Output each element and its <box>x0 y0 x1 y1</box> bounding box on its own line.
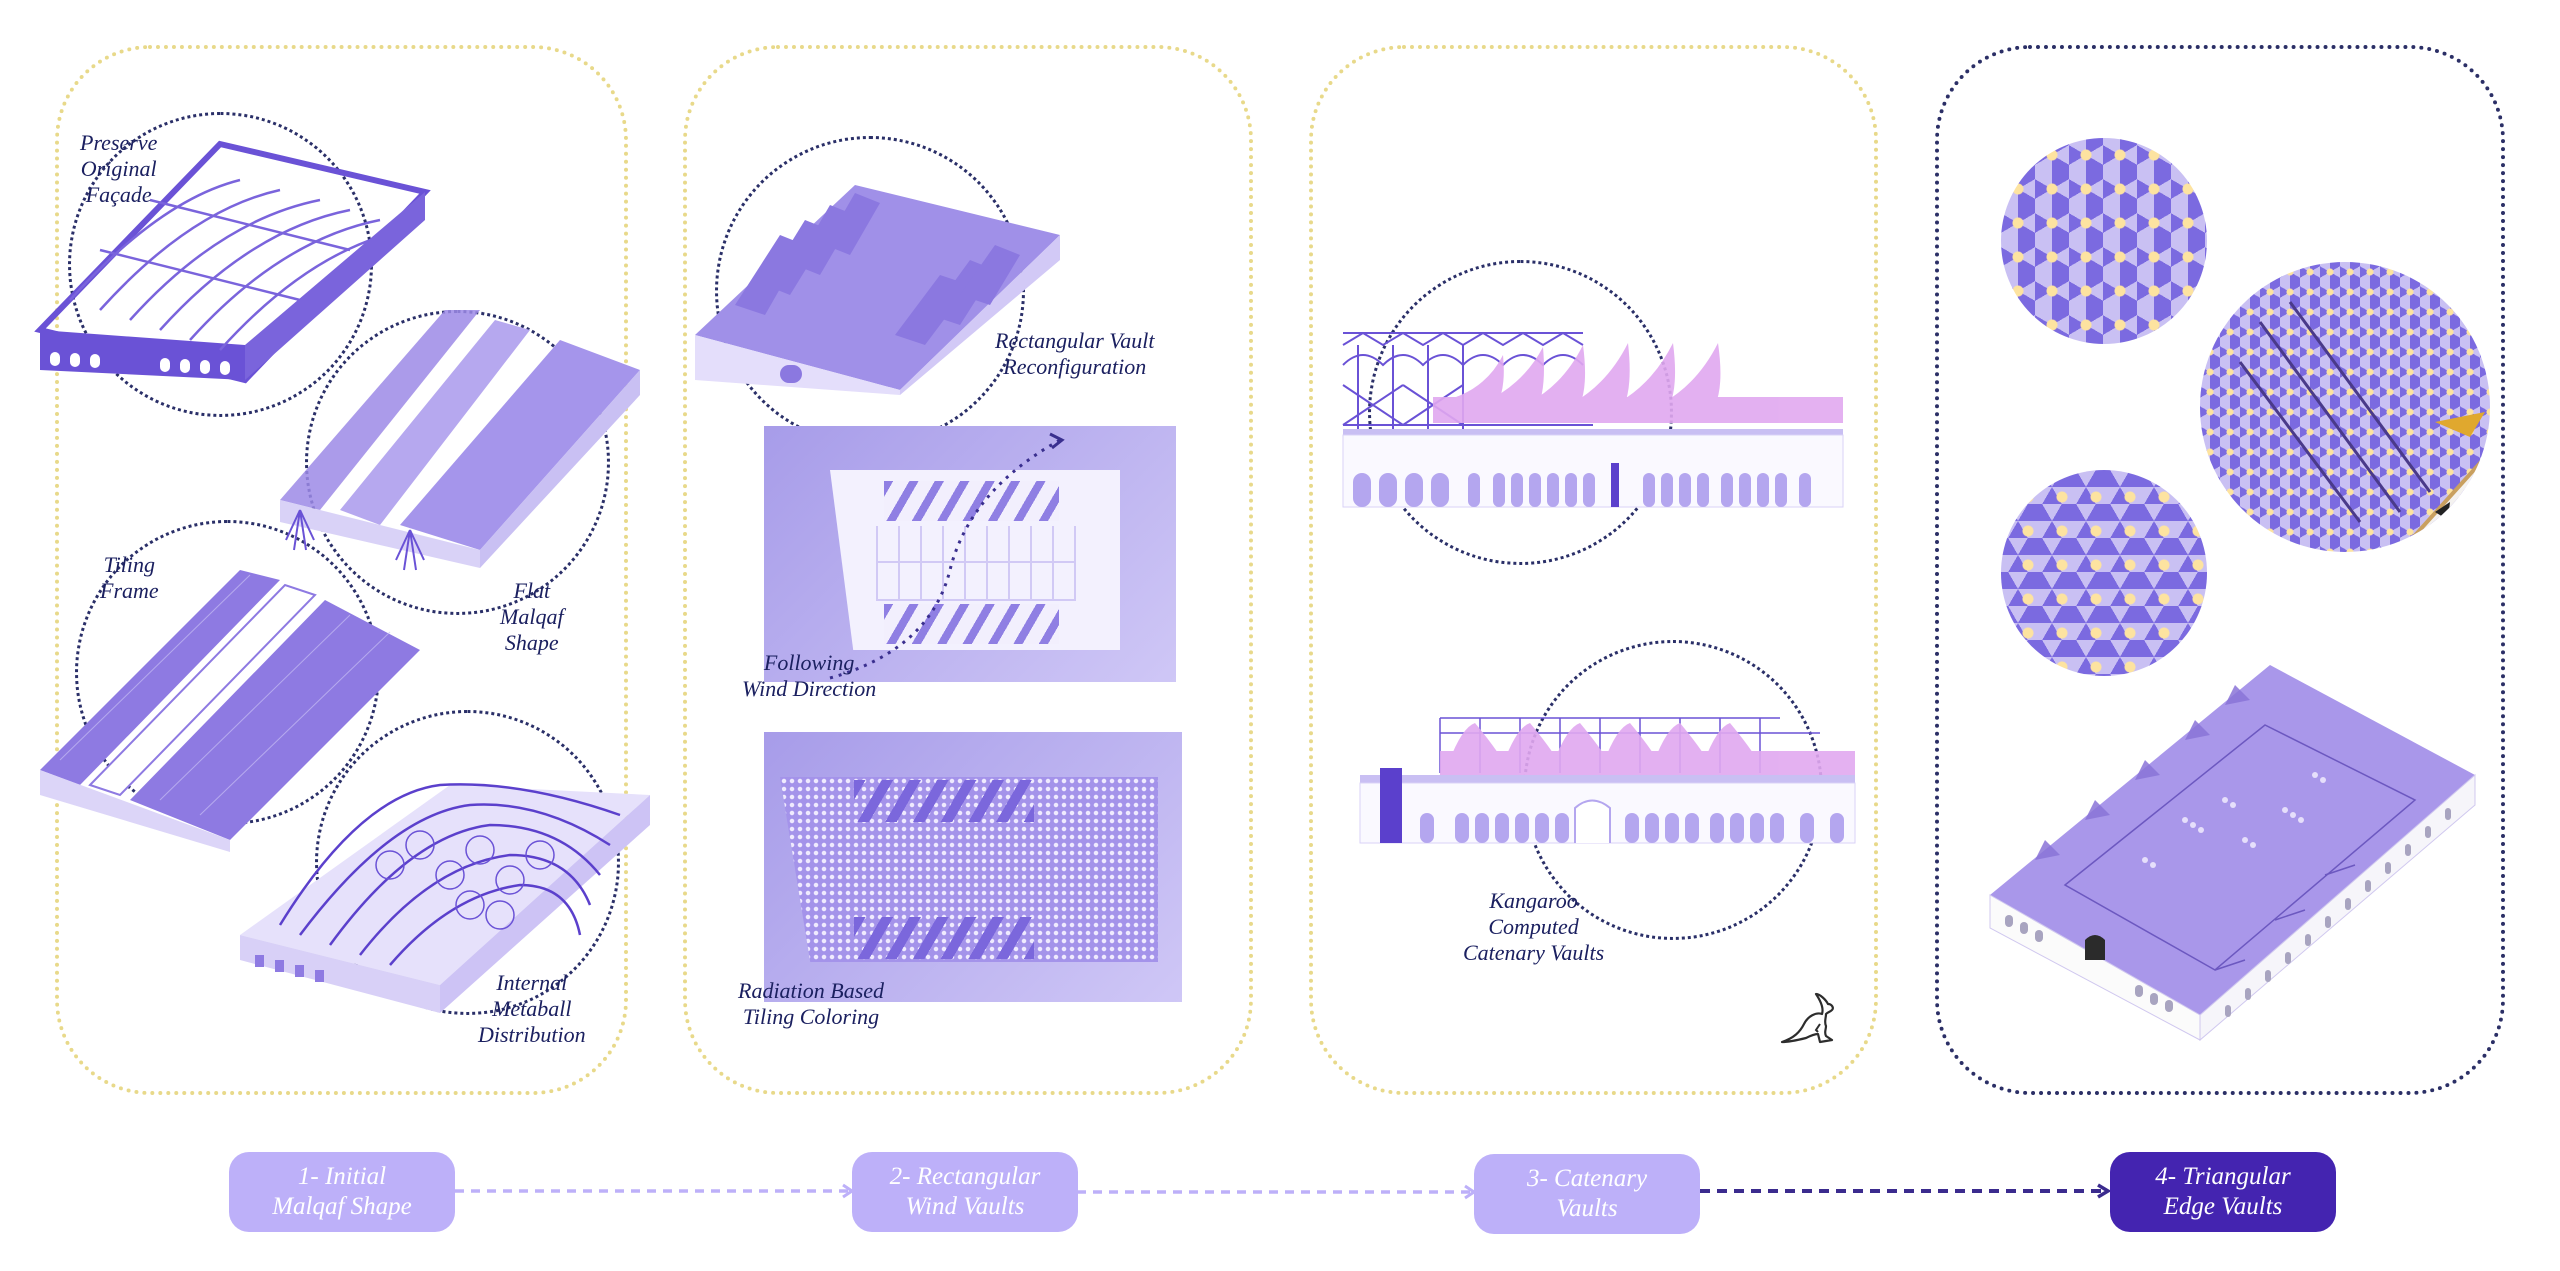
panel-initial-malqaf-shape <box>55 45 628 1095</box>
plan-view-radiation-tiling <box>764 732 1182 1002</box>
annotation-line: Internal <box>496 970 568 995</box>
annotation-line: Radiation Based <box>738 978 885 1003</box>
flow-arrow-2-to-3 <box>1077 1184 1477 1200</box>
annotation-line: Following <box>763 650 855 675</box>
plan-view-wind-direction <box>764 426 1176 682</box>
annotation-preserve-original-facade: Preserve Original Façade <box>80 130 157 208</box>
annotation-line: Computed <box>1488 914 1579 939</box>
vault-edge-lines <box>2238 301 2490 552</box>
step-label-line2: Malqaf Shape <box>272 1193 412 1220</box>
tile-pattern-detail-circle <box>2001 470 2207 676</box>
annotation-radiation-based-tiling-coloring: Radiation Based Tiling Coloring <box>738 978 884 1030</box>
annotation-tiling-frame: Tiling Frame <box>100 552 159 604</box>
step-2-rectangular-wind-vaults[interactable]: 2- Rectangular Wind Vaults <box>852 1152 1078 1232</box>
annotation-line: Flat <box>513 578 551 603</box>
flow-arrow-1-to-2 <box>455 1183 855 1199</box>
kangaroo-icon <box>1780 992 1834 1044</box>
step-label-line1: 2- Rectangular <box>889 1163 1041 1190</box>
annotation-line: Reconfiguration <box>1003 354 1147 379</box>
annotation-line: Kangaroo <box>1489 888 1578 913</box>
building-right-wall <box>245 192 425 380</box>
annotation-line: Façade <box>85 182 152 207</box>
annotation-line: Malqaf <box>500 604 564 629</box>
annotation-line: Tiling <box>103 552 155 577</box>
isometric-tiling-frame-building <box>40 570 420 852</box>
step-4-triangular-edge-vaults[interactable]: 4- Triangular Edge Vaults <box>2110 1152 2336 1232</box>
step-label-line2: Wind Vaults <box>905 1193 1025 1220</box>
vault-stripes-top <box>884 481 1059 521</box>
panel-triangular-edge-vaults <box>1935 45 2505 1095</box>
isometric-frame-building <box>34 140 431 384</box>
roof-grid <box>876 526 1076 601</box>
step-label-line2: Vaults <box>1556 1195 1618 1222</box>
elevation-catenary-front <box>1359 717 1856 844</box>
roof-edge-detail-circle <box>2200 262 2490 552</box>
annotation-flat-malqaf-shape: Flat Malqaf Shape <box>500 578 564 656</box>
step-label-line1: 4- Triangular <box>2155 1163 2291 1190</box>
annotation-line: Tiling Coloring <box>742 1004 880 1029</box>
isometric-metaball-building <box>240 783 650 1013</box>
isometric-flat-malqaf-building <box>280 310 640 571</box>
annotation-kangaroo-computed-catenary-vaults: Kangaroo Computed Catenary Vaults <box>1463 888 1604 966</box>
panel-catenary-vaults <box>1309 45 1878 1095</box>
flow-arrow-3-to-4 <box>1700 1183 2112 1199</box>
tile-pattern-detail-circle <box>2001 138 2207 344</box>
annotation-following-wind-direction: Following Wind Direction <box>742 650 876 702</box>
vault-stripes-bottom <box>884 604 1059 644</box>
building-left-wall <box>40 330 245 380</box>
step-label-line1: 3- Catenary <box>1526 1165 1648 1192</box>
annotation-line: Rectangular Vault <box>995 328 1155 353</box>
annotation-line: Frame <box>100 578 159 603</box>
panel-rectangular-wind-vaults <box>683 45 1253 1095</box>
vault-stripes-bottom <box>854 917 1034 959</box>
step-1-initial-malqaf-shape[interactable]: 1- Initial Malqaf Shape <box>229 1152 455 1232</box>
annotation-line: Catenary Vaults <box>1463 940 1605 965</box>
annotation-line: Original <box>80 156 157 181</box>
annotation-rectangular-vault-reconfiguration: Rectangular Vault Reconfiguration <box>995 328 1154 380</box>
annotation-line: Metaball <box>492 996 572 1021</box>
annotation-line: Shape <box>504 630 559 655</box>
isometric-triangular-edge-vault-building <box>1989 665 2476 1042</box>
isometric-rectangular-vault-building <box>695 185 1060 395</box>
step-label-line1: 1- Initial <box>297 1163 387 1190</box>
annotation-internal-metaball-distribution: Internal Metaball Distribution <box>478 970 586 1048</box>
vault-stripes-top <box>854 780 1034 822</box>
step-label-line2: Edge Vaults <box>2163 1193 2283 1220</box>
annotation-line: Wind Direction <box>742 676 877 701</box>
annotation-line: Preserve <box>80 130 158 155</box>
step-3-catenary-vaults[interactable]: 3- Catenary Vaults <box>1474 1154 1700 1234</box>
elevation-catenary-section <box>1342 331 1844 508</box>
wind-direction-arrow <box>829 432 1065 680</box>
focus-ring <box>315 710 620 1015</box>
annotation-line: Distribution <box>478 1022 586 1047</box>
